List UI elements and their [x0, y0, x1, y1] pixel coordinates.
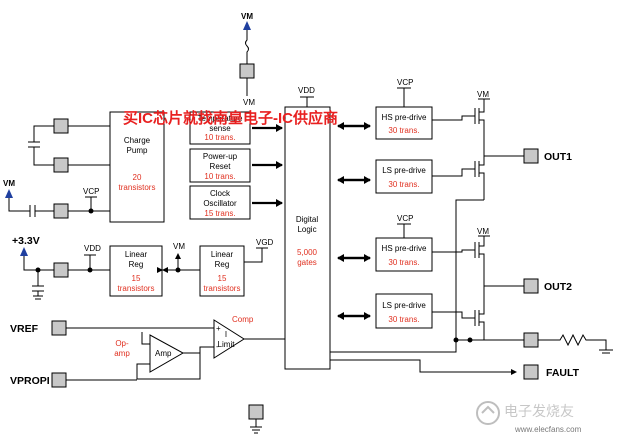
- vm-left-label: VM: [3, 179, 15, 188]
- output-stage-2: VM OUT2: [432, 199, 613, 354]
- power-up-count: 10 trans.: [204, 172, 235, 181]
- cp-pin-1: [53, 118, 69, 134]
- linear-reg-1-block: [109, 245, 163, 297]
- comp-limit-triangle: [213, 319, 245, 359]
- vcp-hs2-label: VCP: [397, 214, 413, 223]
- ls-predrive-2-count: 30 trans.: [388, 315, 419, 324]
- hs-predrive-2-name: HS pre-drive: [382, 244, 427, 253]
- comp-plus: +: [216, 324, 221, 333]
- vm-reg-label: VM: [173, 242, 185, 251]
- out2-label: OUT2: [544, 281, 572, 293]
- plus-3v3-arrow-icon: [20, 247, 28, 256]
- ls-predrive-2-name: LS pre-drive: [382, 301, 426, 310]
- cp-pin-2: [53, 157, 69, 173]
- vdd-reg-label: VDD: [84, 244, 101, 253]
- vdd-logic-label: VDD: [298, 86, 315, 95]
- logo-url: www.elecfans.com: [514, 425, 582, 434]
- vcp-cp-label: VCP: [83, 187, 99, 196]
- vcp-pin: [53, 203, 69, 219]
- vm-top-label: VM: [241, 12, 253, 21]
- pre-drivers: HS pre-drive 30 trans. VCP LS pre-drive …: [375, 78, 433, 329]
- amp-label: Amp: [155, 349, 172, 358]
- plus-3v3-label: +3.3V: [12, 235, 40, 247]
- fault-label: FAULT: [546, 367, 580, 379]
- vm-top-pin: [239, 63, 255, 79]
- op-amp-label: Op-amp: [114, 339, 130, 358]
- out1-label: OUT1: [544, 151, 572, 163]
- clock-oscillator-block: [189, 185, 251, 220]
- hs-predrive-2-block: [375, 237, 433, 272]
- hs-predrive-1-name: HS pre-drive: [382, 113, 427, 122]
- output-stage-1: VM OUT1: [432, 90, 572, 200]
- stack-arrows: [252, 124, 283, 207]
- temp-sense-block: [189, 111, 251, 145]
- vm-top-below-label: VM: [243, 98, 255, 107]
- digital-logic-block: [284, 106, 331, 370]
- comp-minus: -: [216, 342, 219, 351]
- watermark-banner: 买IC芯片就找南皇电子-IC供应商: [123, 109, 338, 127]
- vpropi-pin: [51, 372, 67, 388]
- vgd-label: VGD: [256, 238, 274, 247]
- vm-top-arrow-icon: [243, 21, 251, 30]
- hs-predrive-1-count: 30 trans.: [388, 126, 419, 135]
- hs-predrive-1-block: [375, 106, 433, 140]
- gnd-pin: [248, 404, 264, 420]
- ls-predrive-2-block: [375, 293, 433, 329]
- elecfans-logo: 电子发烧友 www.elecfans.com: [476, 401, 582, 434]
- gnd-pin-group: [248, 404, 264, 434]
- vm-out2-label: VM: [477, 227, 489, 236]
- logic-predrive-arrows: [337, 122, 371, 320]
- logo-text: 电子发烧友: [504, 403, 574, 419]
- ls-predrive-1-block: [375, 159, 433, 194]
- linear-reg-2-block: [199, 245, 245, 297]
- hs-predrive-2-count: 30 trans.: [388, 258, 419, 267]
- vm-left-arrow-icon: [5, 189, 13, 198]
- comp-label: Comp: [232, 315, 254, 324]
- ls-predrive-1-name: LS pre-drive: [382, 166, 426, 175]
- ls-predrive-1-count: 30 trans.: [388, 180, 419, 189]
- out1-pin: [523, 148, 539, 164]
- power-up-block: [189, 148, 251, 183]
- reg-input-pin: [53, 262, 69, 278]
- out2-pin: [523, 278, 539, 294]
- vref-pin: [51, 320, 67, 336]
- fault-pin: [523, 364, 539, 380]
- clock-osc-count: 15 trans.: [204, 209, 235, 218]
- vref-label: VREF: [10, 323, 39, 335]
- vpropi-label: VPROPI: [10, 375, 50, 387]
- charge-pump-block: [109, 111, 165, 223]
- sense-pin: [523, 332, 539, 348]
- vcp-hs1-label: VCP: [397, 78, 413, 87]
- vm-top-supply: VM VM: [239, 12, 255, 107]
- temp-sense-count: 10 trans.: [204, 133, 235, 142]
- vm-out1-label: VM: [477, 90, 489, 99]
- op-amp-triangle: [149, 334, 185, 373]
